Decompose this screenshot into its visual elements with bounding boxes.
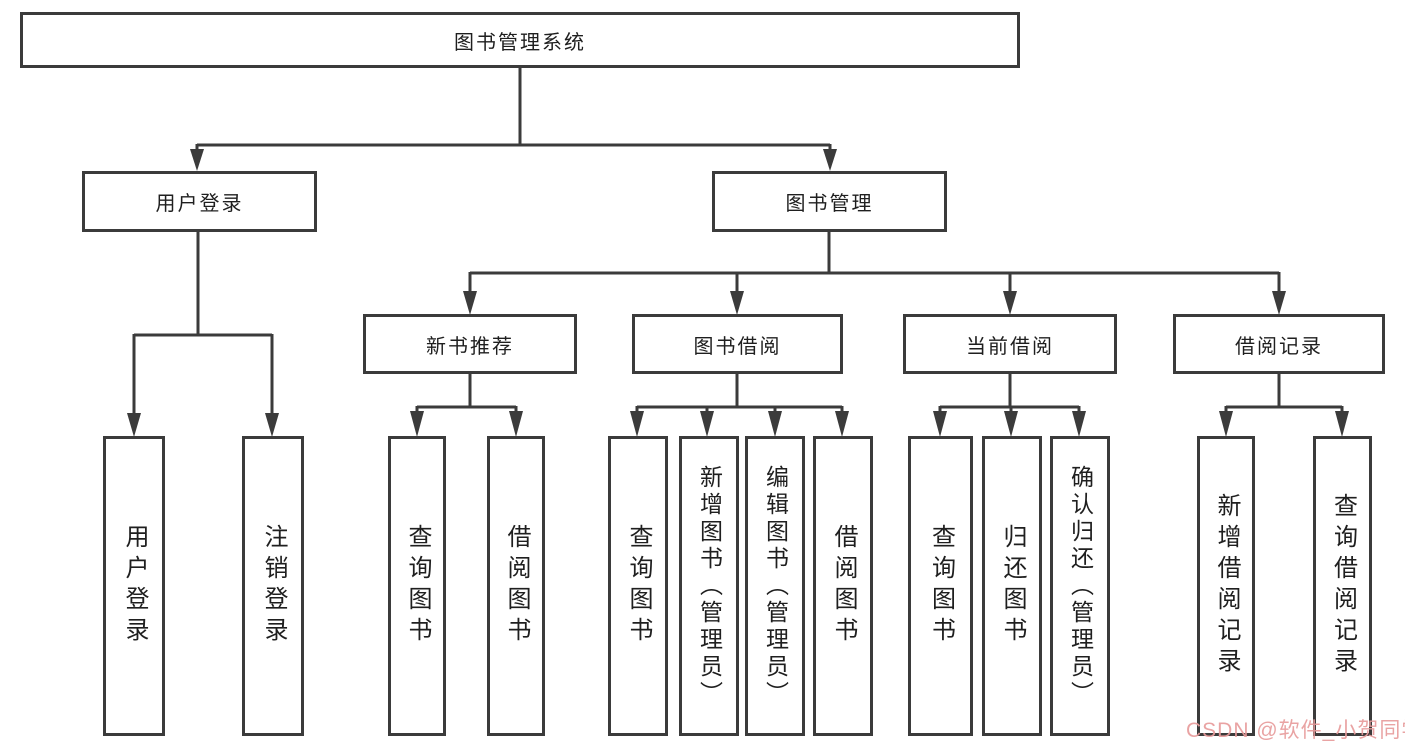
node-book-borrowing: 图书借阅: [632, 314, 843, 374]
leaf-borrow-books-recommend: 借阅图书: [487, 436, 545, 736]
node-label: 归还图书: [999, 524, 1026, 648]
node-label: 借阅图书: [503, 524, 530, 648]
leaf-edit-book-admin: 编辑图书（管理员）: [745, 436, 805, 736]
node-label: 借阅记录: [1235, 335, 1323, 358]
node-label: 借阅图书: [830, 524, 857, 648]
node-current-borrowing: 当前借阅: [903, 314, 1117, 374]
node-user-login: 用户登录: [82, 171, 317, 232]
node-book-management: 图书管理: [712, 171, 947, 232]
node-label: 当前借阅: [966, 335, 1054, 358]
leaf-user-login: 用户登录: [103, 436, 165, 736]
node-label: 查询图书: [927, 524, 955, 648]
node-label: 新书推荐: [426, 335, 514, 358]
node-label: 图书管理: [785, 193, 874, 215]
leaf-query-books-recommend: 查询图书: [388, 436, 446, 736]
node-label: 查询借阅记录: [1329, 493, 1357, 679]
node-label: 编辑图书（管理员）: [762, 464, 789, 708]
leaf-return-book: 归还图书: [982, 436, 1042, 736]
node-label: 用户登录: [121, 524, 148, 648]
leaf-confirm-return-admin: 确认归还（管理员）: [1050, 436, 1110, 736]
leaf-logout: 注销登录: [242, 436, 304, 736]
node-label: 图书借阅: [693, 335, 782, 358]
node-new-book-recommend: 新书推荐: [363, 314, 577, 374]
leaf-borrow-books: 借阅图书: [813, 436, 873, 736]
node-label: 用户登录: [155, 193, 244, 215]
node-label: 查询图书: [625, 524, 652, 648]
leaf-add-borrow-record: 新增借阅记录: [1197, 436, 1255, 736]
node-label: 查询图书: [404, 524, 431, 648]
csdn-watermark: CSDN @软件_小贺同学: [1186, 719, 1405, 742]
node-borrowing-records: 借阅记录: [1173, 314, 1385, 374]
node-label: 新增借阅记录: [1213, 493, 1240, 679]
node-label: 图书管理系统: [454, 31, 586, 54]
leaf-query-books-current: 查询图书: [908, 436, 973, 736]
leaf-query-books-borrow: 查询图书: [608, 436, 668, 736]
leaf-query-borrow-record: 查询借阅记录: [1313, 436, 1372, 736]
node-label: 注销登录: [260, 524, 287, 648]
leaf-add-book-admin: 新增图书（管理员）: [679, 436, 739, 736]
node-label: 新增图书（管理员）: [696, 464, 723, 708]
node-root-system: 图书管理系统: [20, 12, 1020, 68]
node-label: 确认归还（管理员）: [1067, 464, 1094, 708]
